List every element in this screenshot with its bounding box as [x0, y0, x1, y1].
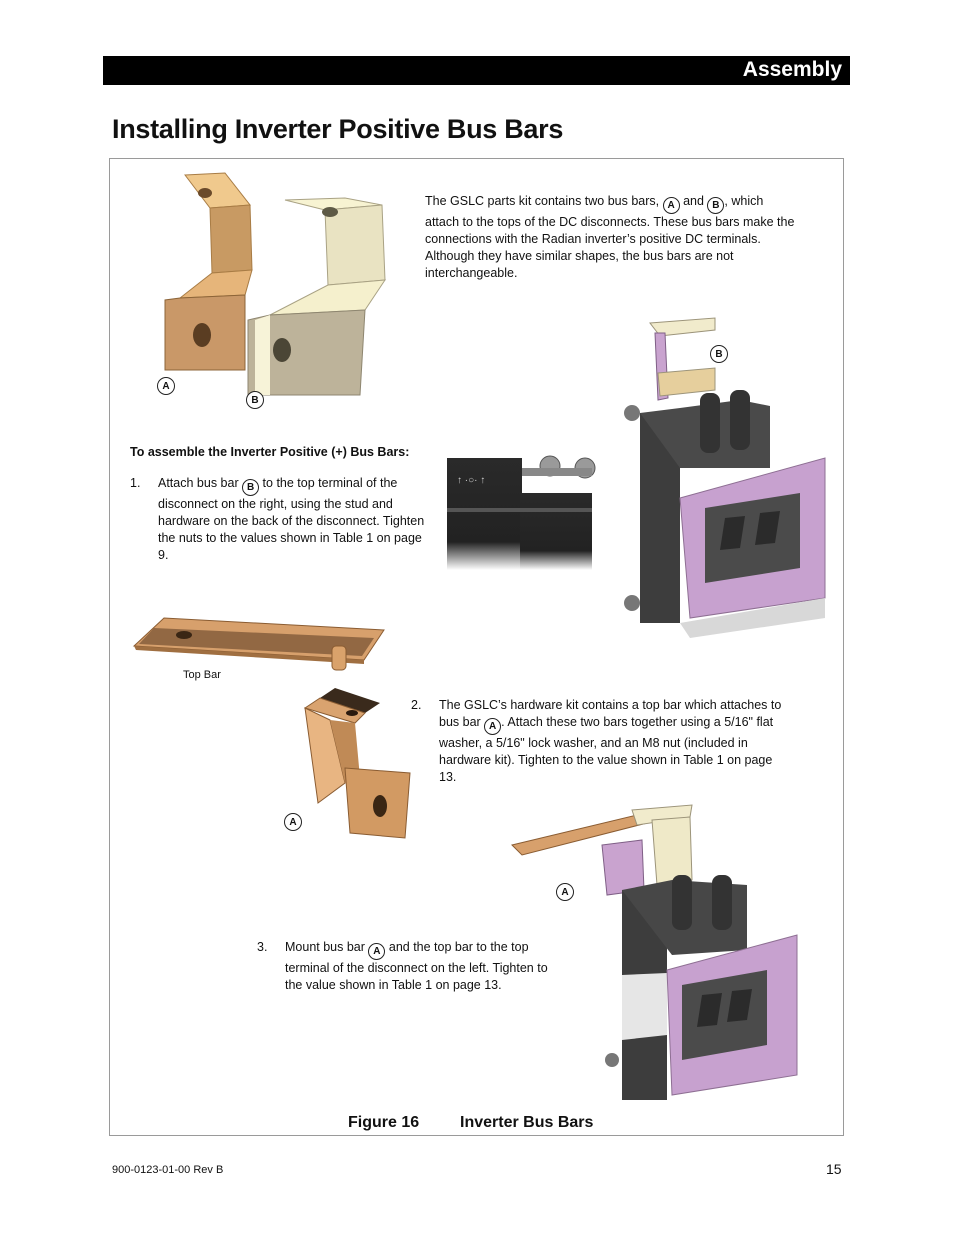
step-3-text: Mount bus bar A and the top bar to the t… [285, 940, 548, 992]
figure-number: Figure 16 [348, 1114, 420, 1131]
callout-a-assembled: A [556, 883, 574, 901]
callout-a: A [157, 377, 175, 395]
step-1-number: 1. [130, 476, 141, 490]
figure-title: Inverter Bus Bars [460, 1114, 594, 1131]
callout-b-step1: B [242, 479, 260, 496]
top-bar-illustration [132, 617, 385, 671]
step-3-number: 3. [257, 940, 268, 954]
bus-bar-a-illustration [303, 688, 411, 839]
callout-a-inline: A [662, 197, 680, 214]
disconnect-with-bus-bar-b [624, 317, 826, 638]
callout-b-inline: B [707, 197, 725, 214]
callout-b: B [246, 391, 264, 409]
callout-a-step3: A [368, 943, 386, 960]
disconnect-assembled [511, 804, 798, 1100]
page-title: Installing Inverter Positive Bus Bars [112, 114, 564, 144]
step-2-number: 2. [411, 698, 422, 712]
section-title: Assembly [742, 58, 842, 81]
figure-frame [109, 158, 844, 1136]
top-bar-label: Top Bar [183, 669, 221, 681]
procedure-heading: To assemble the Inverter Positive (+) Bu… [130, 445, 410, 459]
callout-a-step2: A [484, 718, 502, 735]
step-2-text: The GSLC’s hardware kit contains a top b… [439, 698, 782, 784]
page-number: 15 [826, 1161, 842, 1177]
disconnect-back-photo: ↑ ·○· ↑ [447, 455, 596, 570]
intro-paragraph: The GSLC parts kit contains two bus bars… [425, 194, 795, 280]
section-header-bar: Assembly [103, 56, 850, 85]
bus-bars-illustration [164, 172, 386, 396]
svg-text:↑ ·○· ↑: ↑ ·○· ↑ [457, 475, 485, 486]
step-1-text: Attach bus bar B to the top terminal of … [158, 476, 425, 562]
callout-a-bar: A [284, 813, 302, 831]
callout-b-disconnect: B [710, 345, 728, 363]
document-number: 900-0123-01-00 Rev B [112, 1164, 224, 1176]
